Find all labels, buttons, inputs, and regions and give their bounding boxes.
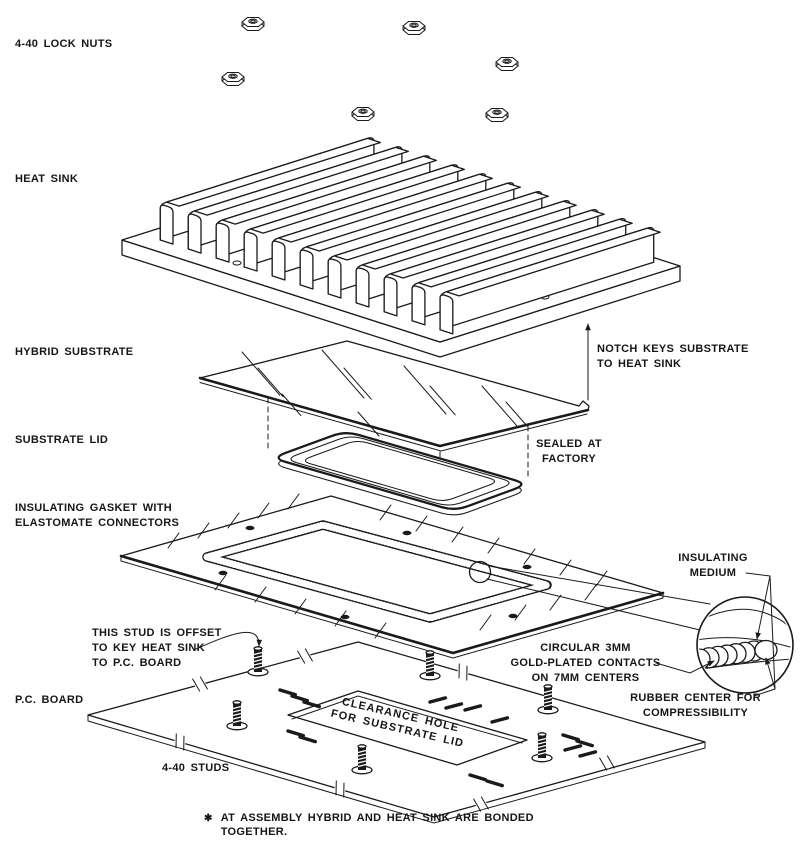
- callout-stud-offset: THIS STUD IS OFFSET TO KEY HEAT SINK TO …: [92, 627, 222, 669]
- callout-notch-keys: NOTCH KEYS SUBSTRATE TO HEAT SINK: [597, 343, 749, 370]
- label-hybrid-substrate: HYBRID SUBSTRATE: [15, 346, 134, 358]
- label-studs: 4-40 STUDS: [162, 762, 230, 774]
- label-substrate-lid: SUBSTRATE LID: [15, 434, 109, 446]
- callout-gold-contacts: CIRCULAR 3MM GOLD-PLATED CONTACTS ON 7MM…: [510, 642, 661, 684]
- callout-rubber-center: RUBBER CENTER FOR COMPRESSIBILITY: [630, 692, 761, 719]
- footnote-asterisk-icon: ✱: [204, 813, 213, 824]
- callout-insulating-medium: INSULATING MEDIUM: [678, 552, 748, 579]
- hybrid-substrate-drawing: [198, 340, 590, 503]
- callout-sealed-at-factory: SEALED AT FACTORY: [536, 438, 602, 465]
- footnote-text: AT ASSEMBLY HYBRID AND HEAT SINK ARE BON…: [220, 812, 534, 838]
- label-lock-nuts: 4-40 LOCK NUTS: [15, 38, 113, 50]
- leader-lines-and-arrows: [195, 323, 776, 697]
- heat-sink-drawing: [121, 137, 681, 358]
- footnote: ✱ AT ASSEMBLY HYBRID AND HEAT SINK ARE B…: [204, 812, 564, 839]
- label-pc-board: P.C. BOARD: [15, 694, 84, 706]
- contact-detail-circle: [696, 596, 794, 694]
- substrate-lid-drawing: [277, 432, 523, 516]
- label-heat-sink: HEAT SINK: [15, 173, 79, 185]
- pc-board-drawing: [87, 565, 711, 824]
- label-insulating-gasket: INSULATING GASKET WITH ELASTOMATE CONNEC…: [15, 502, 180, 529]
- insulating-gasket-drawing: [119, 493, 665, 659]
- lock-nuts-drawing: [221, 16, 519, 123]
